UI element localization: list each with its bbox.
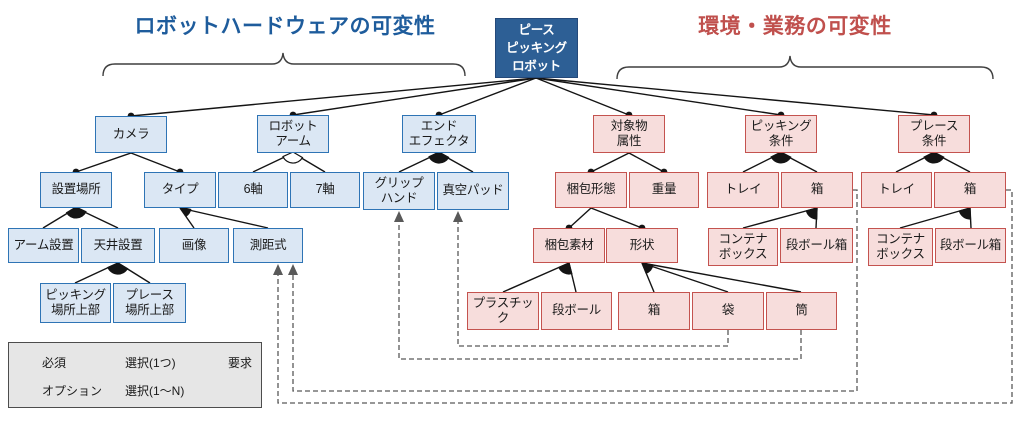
node-grip-hand: グリップ ハンド: [363, 172, 435, 210]
node-tray-picking: トレイ: [707, 172, 779, 208]
node-place-above: プレース 場所上部: [113, 283, 186, 323]
or-arc-ceiling: [107, 262, 129, 275]
node-cardboard-box-place: 段ボール箱: [935, 228, 1006, 263]
node-box-place: 箱: [934, 172, 1006, 208]
or-arc-place-cond: [923, 151, 945, 164]
node-type: タイプ: [144, 172, 216, 208]
or-arc-picking-cond: [770, 151, 792, 164]
requires-tube-to-grip-hand: [398, 221, 802, 360]
node-7-axis: 7軸: [290, 172, 360, 208]
title-hardware-variability: ロボットハードウェアの可変性: [134, 15, 436, 38]
or-arc-packing-material: [558, 262, 573, 275]
node-place-conditions: プレース 条件: [898, 115, 970, 153]
node-tube: 筒: [766, 292, 837, 330]
node-plastic: プラスチック: [467, 292, 539, 330]
node-shape: 形状: [606, 228, 678, 263]
node-image: 画像: [159, 228, 229, 263]
node-robot-arm: ロボット アーム: [257, 115, 329, 153]
legend: [8, 342, 262, 408]
xor-arc-robot-arm: [282, 151, 304, 164]
node-container-box-place: コンテナ ボックス: [868, 228, 933, 266]
node-object-attributes: 対象物 属性: [593, 115, 665, 153]
node-6-axis: 6軸: [218, 172, 288, 208]
node-tray-place: トレイ: [861, 172, 932, 208]
node-end-effector: エンド エフェクタ: [402, 115, 476, 153]
brace-environment: [616, 55, 994, 80]
legend-label-optional: オプション: [42, 384, 103, 398]
node-cardboard-box-picking: 段ボール箱: [780, 228, 853, 263]
node-vacuum-pad: 真空パッド: [437, 172, 509, 210]
legend-label-requires: 要求: [228, 356, 253, 370]
node-install-location: 設置場所: [40, 172, 112, 208]
node-ranging: 測距式: [233, 228, 303, 263]
or-arc-shape: [641, 262, 654, 274]
node-arm-install: アーム設置: [8, 228, 79, 263]
brace-hardware: [102, 52, 466, 77]
node-camera: カメラ: [95, 116, 167, 153]
title-environment-variability: 環境・業務の可変性: [698, 15, 892, 38]
legend-label-mandatory: 必須: [42, 356, 67, 370]
node-ceiling-install: 天井設置: [81, 228, 155, 263]
node-box-picking: 箱: [781, 172, 853, 208]
legend-label-xor: 選択(1つ): [125, 356, 176, 370]
node-packing-material: 梱包素材: [533, 228, 605, 263]
or-arc-type: [178, 206, 192, 217]
node-packing-form: 梱包形態: [555, 172, 627, 208]
node-picking-above: ピッキング 場所上部: [40, 283, 111, 323]
node-weight: 重量: [629, 172, 699, 208]
or-arc-end-effector: [428, 151, 450, 164]
requires-bag-to-vacuum-pad: [457, 221, 729, 347]
requires-boxpick-to-ranging: [292, 189, 858, 392]
or-arc-install-location: [65, 206, 87, 219]
or-arc-box-pick: [805, 207, 818, 220]
node-box-shape: 箱: [618, 292, 690, 330]
node-bag: 袋: [692, 292, 764, 330]
requires-arrowheads: [273, 211, 463, 275]
node-picking-conditions: ピッキング 条件: [745, 115, 817, 153]
legend-label-or: 選択(1～N): [125, 384, 185, 398]
requires-boxplace-to-ranging: [277, 189, 1013, 404]
node-root-piece-picking-robot: ピース ピッキング ロボット: [495, 18, 578, 78]
node-cardboard: 段ボール: [541, 292, 612, 330]
node-container-box-picking: コンテナ ボックス: [708, 228, 778, 266]
group-arcs: [65, 151, 972, 275]
requires-connectors: [277, 189, 1013, 404]
or-arc-box-place: [958, 207, 972, 220]
